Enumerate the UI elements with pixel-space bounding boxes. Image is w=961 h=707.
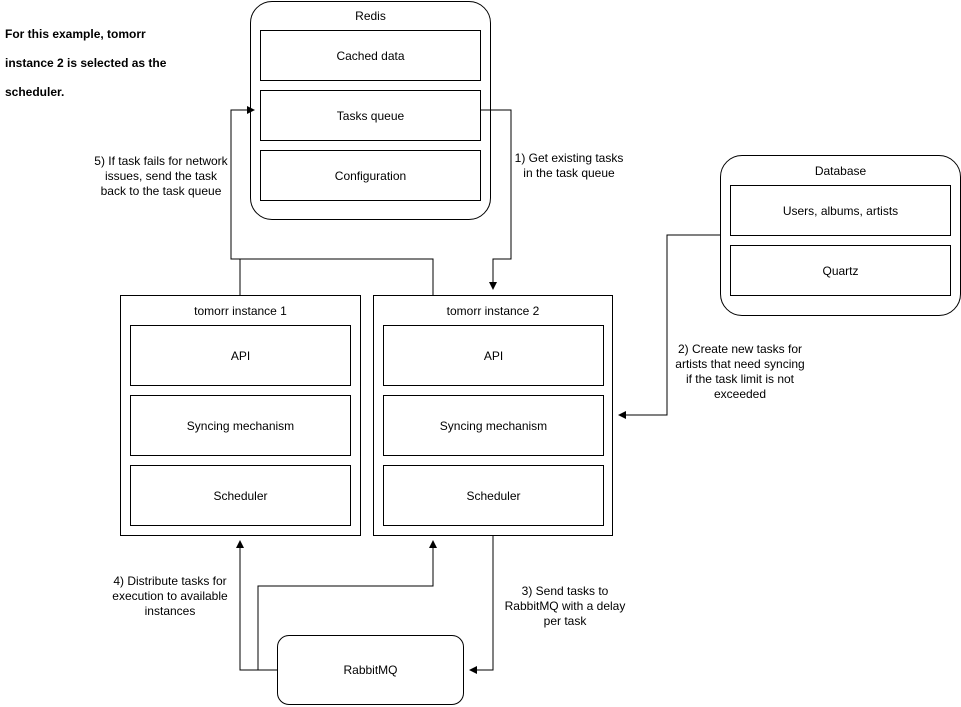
arrow-step-5 (230, 106, 255, 295)
rabbitmq-box: RabbitMQ (277, 635, 464, 705)
redis-cached-data: Cached data (260, 30, 481, 81)
instance-1-api: API (130, 325, 351, 386)
instance-2-title: tomorr instance 2 (446, 304, 540, 318)
arrow-step-4b (257, 540, 437, 670)
arrow-step-5-branch (231, 258, 434, 295)
rabbitmq-title: RabbitMQ (343, 663, 398, 677)
note-line-1: For this example, tomorr (5, 27, 146, 41)
database-users-albums-artists: Users, albums, artists (730, 185, 951, 236)
instance-1-title: tomorr instance 1 (194, 304, 287, 318)
arrow-step-2 (618, 234, 720, 419)
instance-2-scheduler: Scheduler (383, 465, 604, 526)
instance-1-scheduler: Scheduler (130, 465, 351, 526)
redis-title: Redis (355, 9, 386, 23)
arrow-step-3 (469, 536, 494, 674)
arrow-step-4a (236, 540, 277, 671)
redis-configuration: Configuration (260, 150, 481, 201)
note-line-2: instance 2 is selected as the (5, 56, 167, 70)
database-quartz: Quartz (730, 245, 951, 296)
instance-2-syncing-mechanism: Syncing mechanism (383, 395, 604, 456)
instance-1-syncing-mechanism: Syncing mechanism (130, 395, 351, 456)
redis-tasks-queue: Tasks queue (260, 90, 481, 141)
instance-2-api: API (383, 325, 604, 386)
note-line-3: scheduler. (5, 85, 65, 99)
arrow-step-1 (481, 109, 512, 290)
database-title: Database (814, 164, 867, 178)
